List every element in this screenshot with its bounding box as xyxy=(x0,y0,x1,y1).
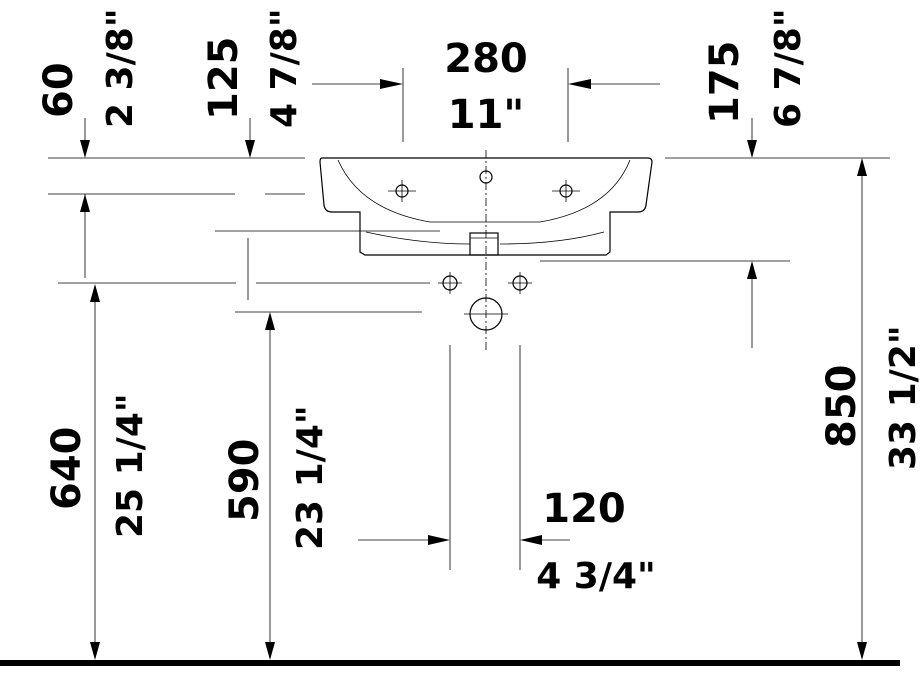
right-offset-mm: 175 xyxy=(702,41,748,125)
tap-hole-left xyxy=(388,180,416,202)
basin-outline xyxy=(319,157,653,256)
supply-left xyxy=(438,272,462,294)
depth-top-mm: 60 xyxy=(36,62,82,118)
supply-spacing-in: 4 3/4" xyxy=(536,556,656,597)
depth-top-in: 2 3/8" xyxy=(100,8,141,128)
rim-height-in: 33 1/2" xyxy=(883,325,920,470)
supply-height-mm: 590 xyxy=(222,439,268,523)
rim-height-mm: 850 xyxy=(819,365,865,449)
dimension-arrows xyxy=(80,79,867,660)
waste-connection xyxy=(464,297,508,331)
width-mm: 280 xyxy=(444,36,528,82)
tap-offset-in: 4 7/8" xyxy=(264,8,305,128)
supply-right xyxy=(508,272,532,294)
waste-height-mm: 640 xyxy=(44,427,90,511)
supply-height-in: 23 1/4" xyxy=(290,405,331,550)
extension-lines xyxy=(48,68,890,570)
width-in: 11" xyxy=(448,92,525,138)
tap-offset-mm: 125 xyxy=(201,37,247,121)
supply-spacing-mm: 120 xyxy=(542,486,626,532)
waste-height-in: 25 1/4" xyxy=(110,393,151,538)
tap-hole-right xyxy=(552,180,580,202)
right-offset-in: 6 7/8" xyxy=(768,8,809,128)
floor-line xyxy=(0,660,900,666)
